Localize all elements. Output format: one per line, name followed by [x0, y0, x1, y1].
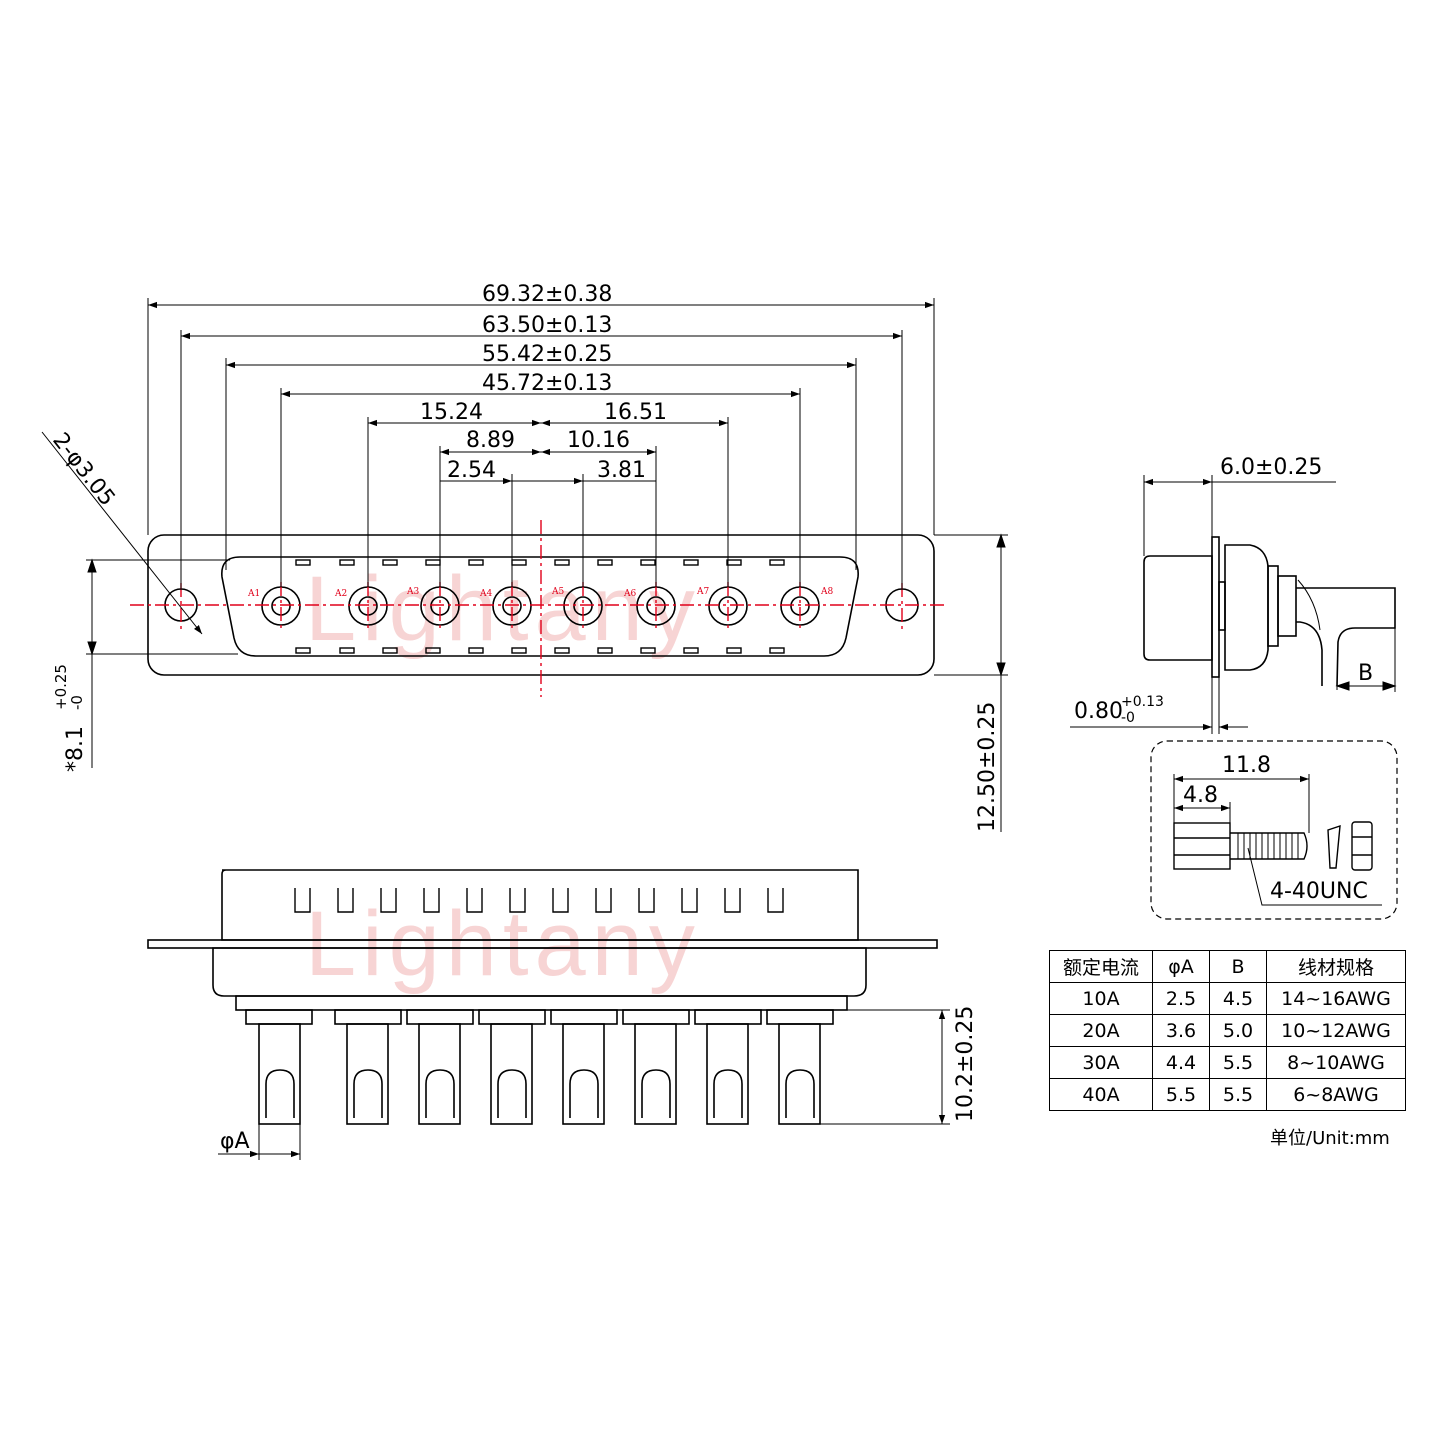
spec-table-header: 额定电流 φA B 线材规格 [1049, 950, 1406, 983]
contact-label-a7: A7 [696, 587, 709, 597]
svg-text:+0.25: +0.25 [52, 664, 70, 710]
dim-wire-b: B [1358, 661, 1373, 686]
dim-left-inner-span: 15.24 [420, 400, 483, 425]
dim-flange-height: 12.50±0.25 [975, 702, 1000, 832]
cell-current: 40A [1049, 1078, 1153, 1111]
cell-b: 5.5 [1209, 1046, 1267, 1079]
cell-b: 5.5 [1209, 1078, 1267, 1111]
dim-outer-contact-span: 45.72±0.13 [482, 371, 612, 396]
svg-text:*8.1: *8.1 [63, 726, 88, 772]
cell-b: 4.5 [1209, 982, 1267, 1015]
cell-wire: 10~12AWG [1266, 1014, 1406, 1047]
front-shell [221, 556, 859, 657]
dim-flange-thickness: 0.80 +0.13 -0 [1074, 694, 1164, 726]
spec-table: 额定电流 φA B 线材规格 10A 2.5 4.5 14~16AWG 20A … [1049, 950, 1406, 1111]
contact-label-a3: A3 [406, 587, 419, 597]
bottom-pins [245, 1009, 834, 1125]
cell-current: 10A [1049, 982, 1153, 1015]
col-header-b: B [1209, 950, 1267, 983]
dim-shell-width: 55.42±0.25 [482, 342, 612, 367]
dim-right-mid-span: 10.16 [567, 428, 630, 453]
dim-pin-diameter: φA [220, 1129, 250, 1154]
bottom-shell-lower [212, 947, 867, 997]
table-row: 10A 2.5 4.5 14~16AWG [1049, 982, 1406, 1015]
cell-wire: 6~8AWG [1266, 1078, 1406, 1111]
cell-phi-a: 2.5 [1152, 982, 1210, 1015]
screw-detail-box [1150, 740, 1398, 920]
cell-phi-a: 4.4 [1152, 1046, 1210, 1079]
dim-pin-length: 10.2±0.25 [953, 1006, 978, 1122]
screw-dim-lines [1173, 774, 1382, 906]
screw-thread-label: 4-40UNC [1270, 879, 1368, 904]
bottom-view [147, 869, 938, 1125]
extension-lines-front [147, 298, 935, 590]
cell-wire: 8~10AWG [1266, 1046, 1406, 1079]
bottom-slots [294, 888, 784, 913]
contact-label-a4: A4 [479, 589, 492, 599]
table-row: 20A 3.6 5.0 10~12AWG [1049, 1014, 1406, 1047]
watermark-front: Lightany [305, 558, 701, 660]
cell-b: 5.0 [1209, 1014, 1267, 1047]
side-body [1224, 544, 1269, 671]
dim-left-mid-span: 8.89 [466, 428, 515, 453]
svg-text:0.80: 0.80 [1074, 699, 1123, 724]
dim-mount-hole-pitch: 63.50±0.13 [482, 313, 612, 338]
contact-label-a6: A6 [623, 589, 636, 599]
col-header-phi-a: φA [1152, 950, 1210, 983]
contact-label-a8: A8 [820, 587, 833, 597]
cell-current: 20A [1049, 1014, 1153, 1047]
dim-right-offset: 3.81 [597, 458, 646, 483]
svg-text:+0.13: +0.13 [1121, 694, 1164, 710]
cell-wire: 14~16AWG [1266, 982, 1406, 1015]
side-shell [1143, 555, 1213, 661]
col-header-rated-current: 额定电流 [1049, 950, 1153, 983]
center-lines [130, 520, 948, 697]
table-row: 30A 4.4 5.5 8~10AWG [1049, 1046, 1406, 1079]
dim-screw-hex-length: 4.8 [1183, 783, 1218, 808]
side-wire [1296, 587, 1396, 687]
dim-screw-total-length: 11.8 [1222, 753, 1271, 778]
svg-text:-0: -0 [68, 695, 86, 710]
dim-mount-holes: 2-φ3.05 [47, 428, 119, 511]
cell-phi-a: 5.5 [1152, 1078, 1210, 1111]
unit-note: 单位/Unit:mm [1270, 1128, 1390, 1149]
contact-label-a5: A5 [551, 587, 564, 597]
dimension-lines-front [41, 301, 934, 635]
table-row: 40A 5.5 5.5 6~8AWG [1049, 1078, 1406, 1111]
cell-phi-a: 3.6 [1152, 1014, 1210, 1047]
front-contacts [261, 586, 820, 626]
screw-detail [1173, 821, 1373, 871]
dim-flange-depth: 6.0±0.25 [1220, 455, 1322, 480]
dim-shell-height-lines [86, 558, 238, 768]
dim-left-offset: 2.54 [447, 458, 496, 483]
dim-shell-height: *8.1 +0.25 -0 [52, 664, 88, 772]
contact-label-a1: A1 [247, 589, 260, 599]
cell-current: 30A [1049, 1046, 1153, 1079]
side-dim-lines [1070, 475, 1397, 734]
front-slots-bottom [295, 647, 785, 654]
front-slots-top [295, 559, 785, 566]
svg-text:-0: -0 [1121, 710, 1135, 726]
dim-flange-height-lines [934, 533, 1008, 832]
contact-label-a2: A2 [334, 589, 347, 599]
side-view [1143, 536, 1396, 687]
bottom-dim-lines [218, 1009, 950, 1160]
col-header-wire-spec: 线材规格 [1266, 950, 1406, 983]
dim-right-inner-span: 16.51 [604, 400, 667, 425]
dim-overall-width: 69.32±0.38 [482, 282, 612, 307]
side-flange [1211, 536, 1220, 678]
watermark-bottom: Lightany [305, 893, 701, 995]
